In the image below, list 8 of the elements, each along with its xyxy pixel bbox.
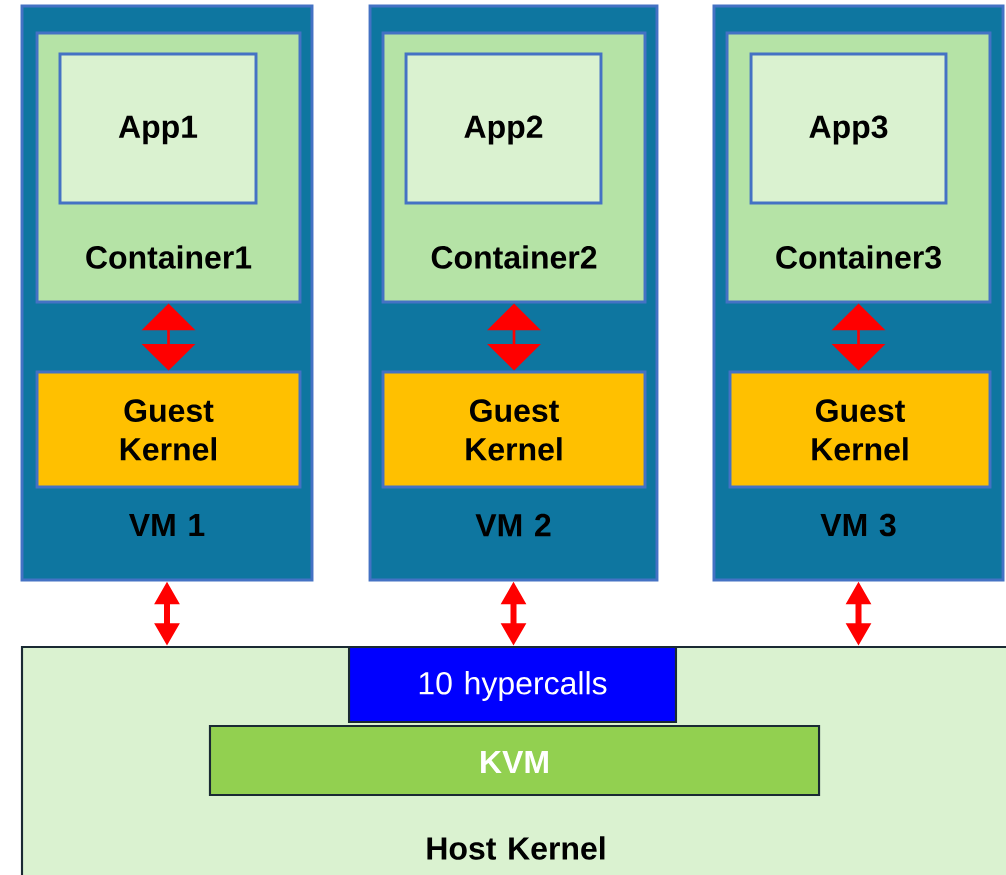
app-box: App1	[58, 52, 258, 205]
kernel-box: Guest Kernel	[381, 370, 647, 489]
kvm-box: KVM	[208, 724, 821, 797]
app-box: App3	[749, 52, 948, 205]
kernel-box: Guest Kernel	[35, 370, 302, 489]
kernel-box: Guest Kernel	[728, 370, 992, 489]
app-box: App2	[404, 52, 603, 205]
hypercall-box: 10 hypercalls	[347, 645, 678, 724]
